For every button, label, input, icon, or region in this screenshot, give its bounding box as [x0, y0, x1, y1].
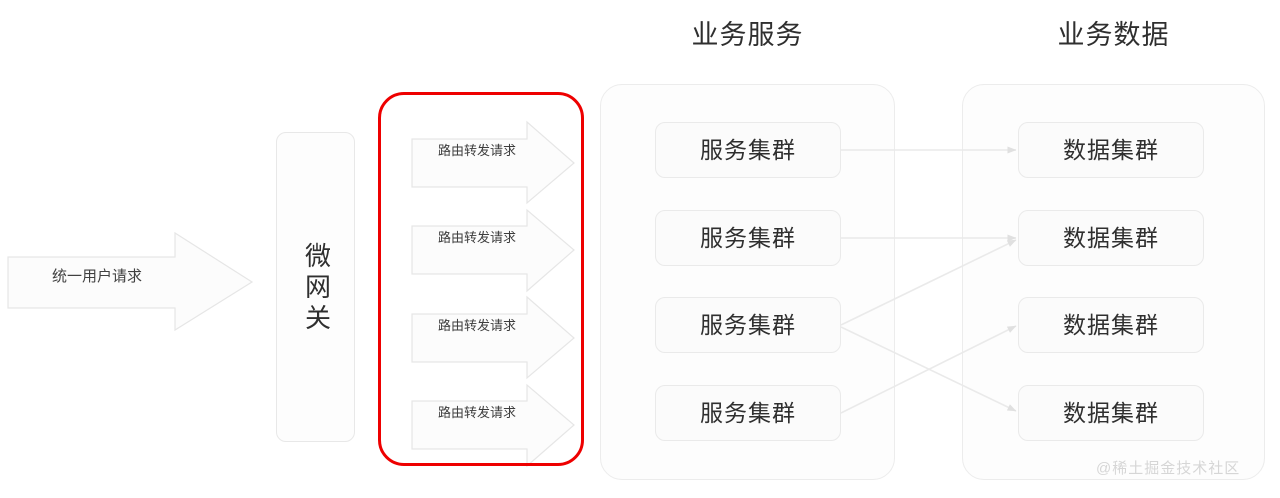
route-arrow-label: 路由转发请求	[437, 318, 516, 333]
gateway-box: 微网关	[276, 132, 355, 442]
service-cluster-node[interactable]: 服务集群	[655, 385, 841, 441]
routing-highlight-box	[378, 92, 584, 466]
data-cluster-label: 数据集群	[1063, 136, 1159, 163]
gateway-label: 微网关	[301, 241, 332, 335]
service-group-header: 业务服务	[691, 20, 804, 50]
service-cluster-node[interactable]: 服务集群	[655, 297, 841, 353]
route-arrow-label: 路由转发请求	[437, 405, 516, 420]
route-arrow-label: 路由转发请求	[437, 143, 516, 158]
data-cluster-label: 数据集群	[1063, 224, 1159, 251]
data-cluster-node[interactable]: 数据集群	[1018, 122, 1204, 178]
route-arrow-label: 路由转发请求	[437, 230, 516, 245]
service-cluster-label: 服务集群	[700, 136, 796, 163]
service-cluster-label: 服务集群	[700, 224, 796, 251]
watermark: @稀土掘金技术社区	[1096, 460, 1241, 477]
data-cluster-node[interactable]: 数据集群	[1018, 210, 1204, 266]
service-cluster-node[interactable]: 服务集群	[655, 122, 841, 178]
service-cluster-node[interactable]: 服务集群	[655, 210, 841, 266]
data-cluster-node[interactable]: 数据集群	[1018, 297, 1204, 353]
data-cluster-node[interactable]: 数据集群	[1018, 385, 1204, 441]
data-cluster-label: 数据集群	[1063, 311, 1159, 338]
service-cluster-label: 服务集群	[700, 399, 796, 426]
entry-arrow-label: 统一用户请求	[51, 268, 142, 285]
service-cluster-label: 服务集群	[700, 311, 796, 338]
data-group-header: 业务数据	[1057, 20, 1170, 50]
data-cluster-label: 数据集群	[1063, 399, 1159, 426]
